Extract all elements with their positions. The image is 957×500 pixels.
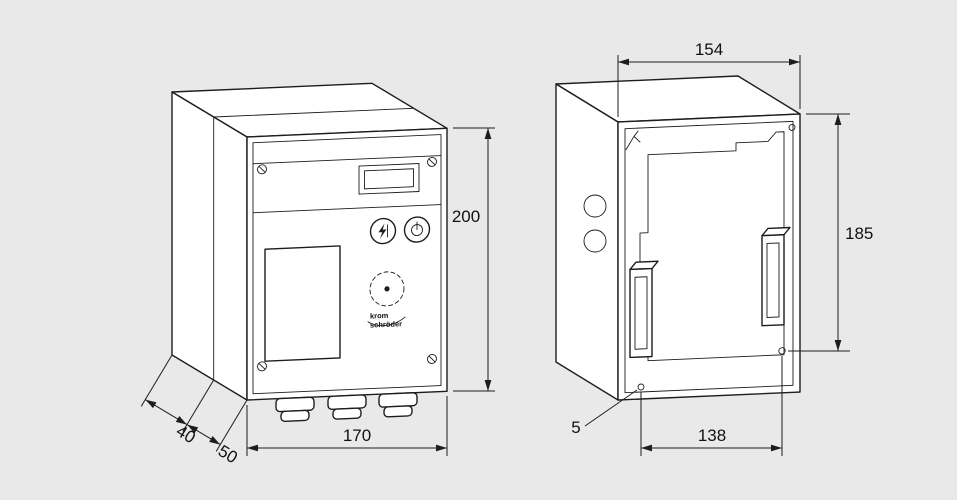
enclosure-rear-view [555, 75, 801, 401]
dim-label-door-depth: 40 [173, 421, 199, 447]
reset-button [369, 217, 397, 245]
dim-label-top-width: 154 [695, 40, 723, 59]
cable-gland [327, 394, 367, 420]
enclosure-front-view: krom schröder [171, 82, 448, 423]
door-seam-line [213, 107, 415, 381]
mounting-rail-left [629, 260, 659, 359]
cable-gland [378, 392, 418, 418]
dim-label-housing-depth: 50 [215, 441, 241, 467]
mounting-hole-bottom-left [637, 383, 645, 391]
power-button [403, 216, 431, 243]
rear-open-face [617, 113, 801, 401]
front-face: krom schröder [246, 127, 448, 423]
screw-icon [427, 156, 437, 167]
mounting-hole-bottom-right [778, 347, 786, 355]
front-band-top-line [252, 155, 442, 165]
interior-contour [639, 131, 785, 362]
cable-gland [275, 396, 315, 423]
rear-view-left-face [555, 83, 619, 401]
brand-logo-swoosh [367, 316, 406, 327]
screw-icon [257, 164, 267, 175]
brand-logo: krom schröder [367, 311, 406, 330]
dim-label-height: 200 [452, 207, 480, 226]
dim-label-hole-diameter: 5 [571, 418, 580, 437]
front-panel-inner-border [252, 134, 442, 395]
optical-port [369, 271, 405, 307]
panel-screws [257, 156, 437, 372]
cable-glands [275, 392, 418, 423]
knockout-hole [583, 194, 607, 218]
front-band-bottom-line [252, 204, 442, 214]
front-panel [246, 127, 448, 401]
front-view-left-face [171, 91, 248, 401]
display-lcd [364, 168, 414, 190]
dim-label-side-height: 185 [845, 224, 873, 243]
mounting-clip [625, 130, 641, 151]
dim-label-bottom-width: 138 [698, 426, 726, 445]
reset-button-icon [378, 223, 387, 239]
brand-logo-line1: krom [370, 311, 389, 321]
label-window [264, 245, 341, 362]
screw-boss [788, 123, 796, 131]
housing-rim-inner [624, 120, 794, 394]
screw-icon [427, 353, 437, 364]
screw-icon [257, 361, 267, 372]
hole-leader-line [584, 389, 638, 427]
knockout-hole [583, 229, 607, 253]
device-display [358, 163, 420, 195]
dim-label-width: 170 [343, 426, 371, 445]
optical-port-dot [384, 286, 390, 292]
housing-rim [617, 113, 801, 401]
rear-view-dimensions: 154 185 138 5 [571, 40, 873, 456]
optical-port-ring [369, 271, 405, 307]
brand-logo-line2: schröder [370, 319, 402, 329]
mounting-rail-right [761, 226, 791, 327]
